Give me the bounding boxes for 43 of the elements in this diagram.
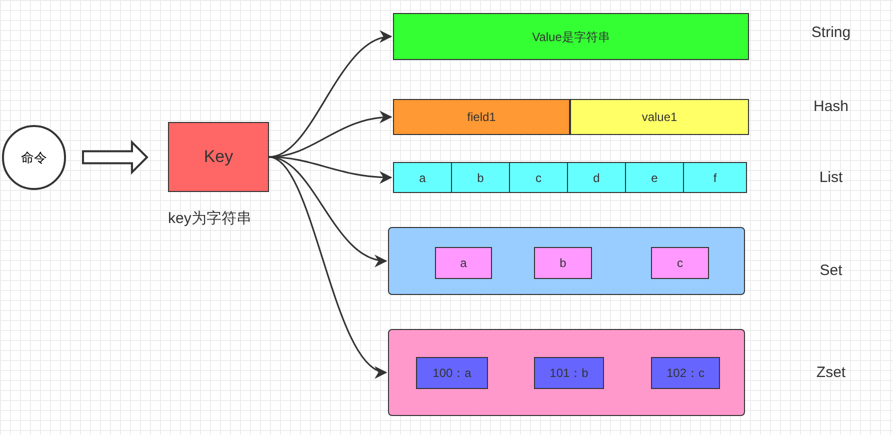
node-text: b [560, 255, 566, 272]
zset-container [388, 329, 745, 416]
list-item [567, 162, 626, 193]
list-item [451, 162, 510, 193]
node-text: a [419, 170, 426, 186]
node-text: 命令 [21, 148, 47, 167]
type-label: Zset [816, 362, 846, 383]
type-label: Set [820, 260, 842, 281]
key-box [168, 122, 269, 192]
list-item [683, 162, 747, 193]
type-label: String [811, 22, 851, 43]
arrow [268, 111, 392, 158]
node-text: field1 [467, 109, 496, 126]
node-text: c [536, 170, 542, 186]
set-member-box [651, 247, 709, 279]
node-text: 101：b [550, 365, 588, 382]
node-text: d [593, 170, 600, 186]
type-label: Hash [813, 96, 849, 117]
hash-field-cell [393, 99, 570, 135]
string-value-box [393, 13, 749, 60]
node-text: value1 [642, 109, 678, 126]
zset-member-box [534, 357, 604, 389]
list-item [509, 162, 568, 193]
list-item [625, 162, 684, 193]
list-item [393, 162, 452, 193]
set-member-box [534, 247, 592, 279]
node-text: Value是字符串 [532, 28, 610, 46]
node-text: c [677, 255, 683, 272]
block-arrow [82, 140, 148, 175]
node-text: a [460, 255, 467, 272]
zset-member-box [651, 357, 720, 389]
node-text: 102：c [666, 365, 705, 382]
hash-value-cell [570, 99, 749, 135]
node-text: f [713, 170, 717, 186]
node-text: Key [204, 146, 234, 168]
node-text: e [651, 170, 658, 186]
set-member-box [435, 247, 492, 279]
node-text: b [477, 170, 484, 186]
zset-member-box [416, 357, 488, 389]
node-caption: key为字符串 [168, 209, 252, 229]
set-container [388, 227, 745, 295]
type-label: List [819, 168, 843, 188]
node-text: 100：a [432, 365, 472, 382]
